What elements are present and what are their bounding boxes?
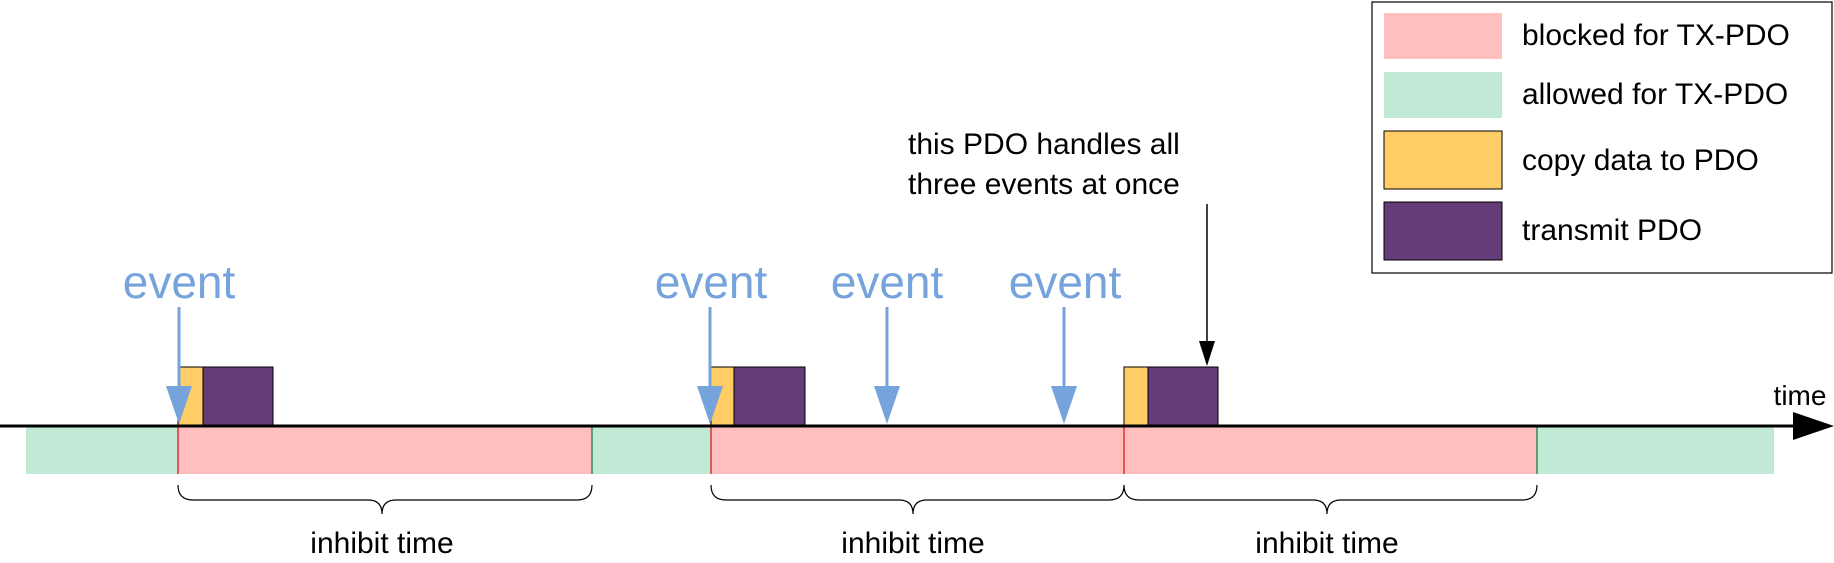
curly-brace [177,484,593,515]
curly-brace [1123,484,1538,515]
annotation: this PDO handles all three events at onc… [908,128,1215,366]
copy-data-block [1123,366,1149,427]
transmit-pdo-block [1147,366,1219,427]
allowed-band-2 [592,426,711,474]
legend-item-blocked: blocked for TX-PDO [1384,13,1790,59]
event-label: event [1009,256,1122,308]
inhibit-time-label: inhibit time [310,527,453,560]
event-arrow-head [874,386,900,424]
legend-swatch [1384,13,1502,59]
time-axis-label: time [1774,380,1827,411]
inhibit-brace-2: inhibit time [710,484,1125,560]
event-marker-4: event [1009,256,1122,424]
blocked-band-1 [178,426,592,474]
allowed-band-1 [26,426,178,474]
transmit-pdo-block [733,366,806,427]
timeline-bands [26,426,1774,474]
curly-brace [710,484,1125,515]
legend-swatch [1383,130,1503,190]
time-axis-arrowhead [1793,412,1834,440]
legend-label: allowed for TX-PDO [1522,78,1788,111]
annotation-line-2: three events at once [908,168,1180,201]
annotation-arrow-head [1199,341,1215,366]
event-marker-1: event [123,256,236,424]
annotation-line-1: this PDO handles all [908,128,1180,161]
event-markers: event event event event [123,256,1122,424]
legend-item-transmit: transmit PDO [1383,201,1702,261]
event-arrow-head [166,386,192,424]
inhibit-time-label: inhibit time [841,527,984,560]
blocked-band-3 [1124,426,1537,474]
event-label: event [831,256,944,308]
legend-swatch [1384,72,1502,118]
legend-item-allowed: allowed for TX-PDO [1384,72,1788,118]
blocked-band-2 [711,426,1124,474]
inhibit-brace-3: inhibit time [1123,484,1538,560]
legend: blocked for TX-PDO allowed for TX-PDO co… [1371,1,1833,274]
time-axis: time [0,380,1834,440]
inhibit-brace-1: inhibit time [177,484,593,560]
allowed-band-3 [1537,426,1774,474]
event-label: event [655,256,768,308]
legend-label: transmit PDO [1522,214,1702,247]
event-marker-2: event [655,256,768,424]
legend-swatch [1383,201,1503,261]
event-arrow-head [1051,386,1077,424]
event-label: event [123,256,236,308]
transmit-pdo-block [202,366,274,427]
pdo-blocks [177,366,1219,427]
legend-label: blocked for TX-PDO [1522,19,1790,52]
legend-item-copy-data: copy data to PDO [1383,130,1759,190]
inhibit-time-label: inhibit time [1255,527,1398,560]
event-arrow-head [697,386,723,424]
event-marker-3: event [831,256,944,424]
legend-label: copy data to PDO [1522,144,1759,177]
inhibit-braces: inhibit time inhibit time inhibit time [177,484,1538,560]
